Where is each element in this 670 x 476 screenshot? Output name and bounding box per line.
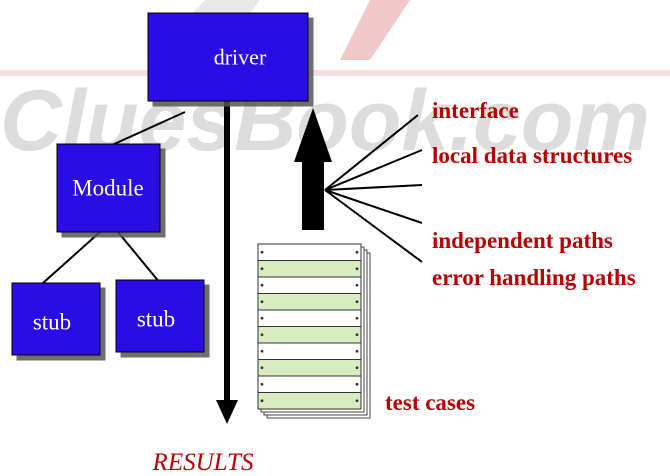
stub-left-box: stub	[11, 282, 101, 356]
boundary-line	[324, 184, 423, 191]
local-data-structures-label: local data structures	[432, 143, 632, 168]
driver-label: driver	[214, 45, 267, 70]
local-data-line	[324, 149, 423, 191]
error-paths-line	[324, 189, 423, 263]
card-hole	[355, 382, 359, 386]
card-hole	[355, 316, 359, 320]
test-case-card	[257, 392, 362, 410]
thick-up-arrow	[294, 108, 332, 230]
interface-line	[324, 114, 419, 191]
card-hole	[355, 399, 359, 403]
test-case-card	[257, 326, 362, 344]
interface-label: interface	[432, 98, 519, 123]
driver-module-line	[111, 111, 186, 146]
results-down-arrow	[216, 100, 238, 424]
test-case-card	[257, 309, 362, 327]
card-hole	[355, 300, 359, 304]
test-case-card	[257, 260, 362, 278]
stub-right-label: stub	[137, 307, 175, 332]
error-handling-paths-label: error handling paths	[432, 265, 636, 290]
driver-box: driver	[147, 12, 309, 102]
card-hole	[355, 283, 359, 287]
card-hole	[355, 366, 359, 370]
card-hole	[260, 382, 264, 386]
card-hole	[355, 349, 359, 353]
test-case-card	[257, 359, 362, 377]
module-box: Module	[56, 143, 161, 233]
test-case-stack	[257, 243, 371, 419]
test-case-card	[257, 293, 362, 311]
card-hole	[355, 267, 359, 271]
independent-paths-line	[324, 189, 423, 224]
stub-right-box: stub	[115, 279, 205, 353]
card-hole	[260, 250, 264, 254]
card-hole	[355, 250, 359, 254]
module-label: Module	[72, 176, 144, 201]
card-hole	[260, 300, 264, 304]
card-hole	[260, 399, 264, 403]
card-hole	[260, 366, 264, 370]
card-hole	[260, 267, 264, 271]
test-case-card	[257, 243, 362, 261]
card-hole	[260, 333, 264, 337]
test-case-card	[257, 375, 362, 393]
results-label: RESULTS	[152, 449, 254, 476]
card-hole	[260, 316, 264, 320]
stub-left-label: stub	[33, 310, 71, 335]
module-stub-right-line	[117, 231, 161, 284]
test-cases-label: test cases	[385, 390, 475, 415]
card-hole	[355, 333, 359, 337]
card-hole	[260, 283, 264, 287]
card-hole	[260, 349, 264, 353]
connectors	[42, 111, 423, 284]
independent-paths-label: independent paths	[432, 228, 613, 253]
test-case-card	[257, 276, 362, 294]
test-case-card	[257, 342, 362, 360]
module-stub-left-line	[42, 231, 101, 284]
